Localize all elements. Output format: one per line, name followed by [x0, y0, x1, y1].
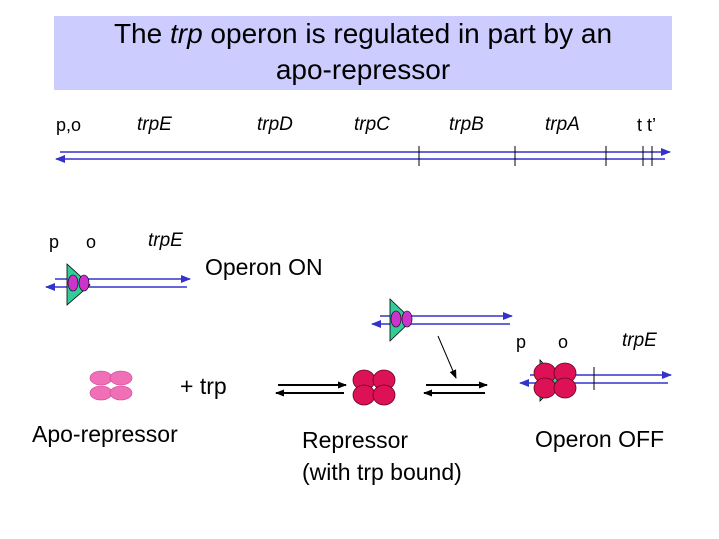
- operator-shape: [67, 274, 79, 292]
- middle-dna: [371, 298, 513, 342]
- map-label-terminators: t t’: [637, 115, 657, 135]
- equilibrium-arrow-1: [275, 381, 347, 397]
- title-box: The trp operon is regulated in part by a…: [54, 16, 672, 90]
- repressor-caption-sub: (with trp bound): [302, 459, 462, 485]
- operator-shape: [390, 310, 402, 328]
- slide-title-line1: The trp operon is regulated in part by a…: [113, 18, 613, 49]
- map-gene-trpD: trpD: [257, 114, 293, 135]
- operon-on-caption: Operon ON: [205, 254, 323, 280]
- off-promoter-label: p: [516, 332, 527, 352]
- operator-shape: [401, 310, 413, 328]
- operon-off-caption: Operon OFF: [535, 426, 665, 452]
- binding-pointer-arrow: [437, 335, 457, 379]
- apo-repressor-caption: Apo-repressor: [32, 421, 178, 447]
- operon-map-dna: [55, 146, 671, 166]
- operator-shape: [78, 274, 90, 292]
- on-gene-trpE: trpE: [148, 230, 183, 251]
- promoter-shape: [66, 263, 91, 306]
- on-state-dna: [45, 263, 191, 306]
- map-gene-trpB: trpB: [449, 114, 484, 135]
- apo-repressor-shape: [89, 370, 133, 401]
- on-operator-label: o: [86, 232, 97, 252]
- repressor-caption: Repressor: [302, 427, 409, 453]
- repressor-shape: [352, 369, 396, 406]
- equilibrium-arrow-2: [423, 381, 488, 397]
- slide-title-line2: apo-repressor: [275, 54, 451, 85]
- off-gene-trpE: trpE: [622, 330, 657, 351]
- off-operator-label: o: [558, 332, 569, 352]
- map-gene-trpE: trpE: [137, 114, 172, 135]
- plus-trp-label: + trp: [180, 373, 227, 399]
- bound-repressor: [533, 362, 577, 399]
- map-gene-trpC: trpC: [354, 114, 390, 135]
- map-gene-trpA: trpA: [545, 114, 580, 135]
- map-label-promoter-operator: p,o: [56, 115, 82, 135]
- on-promoter-label: p: [49, 232, 60, 252]
